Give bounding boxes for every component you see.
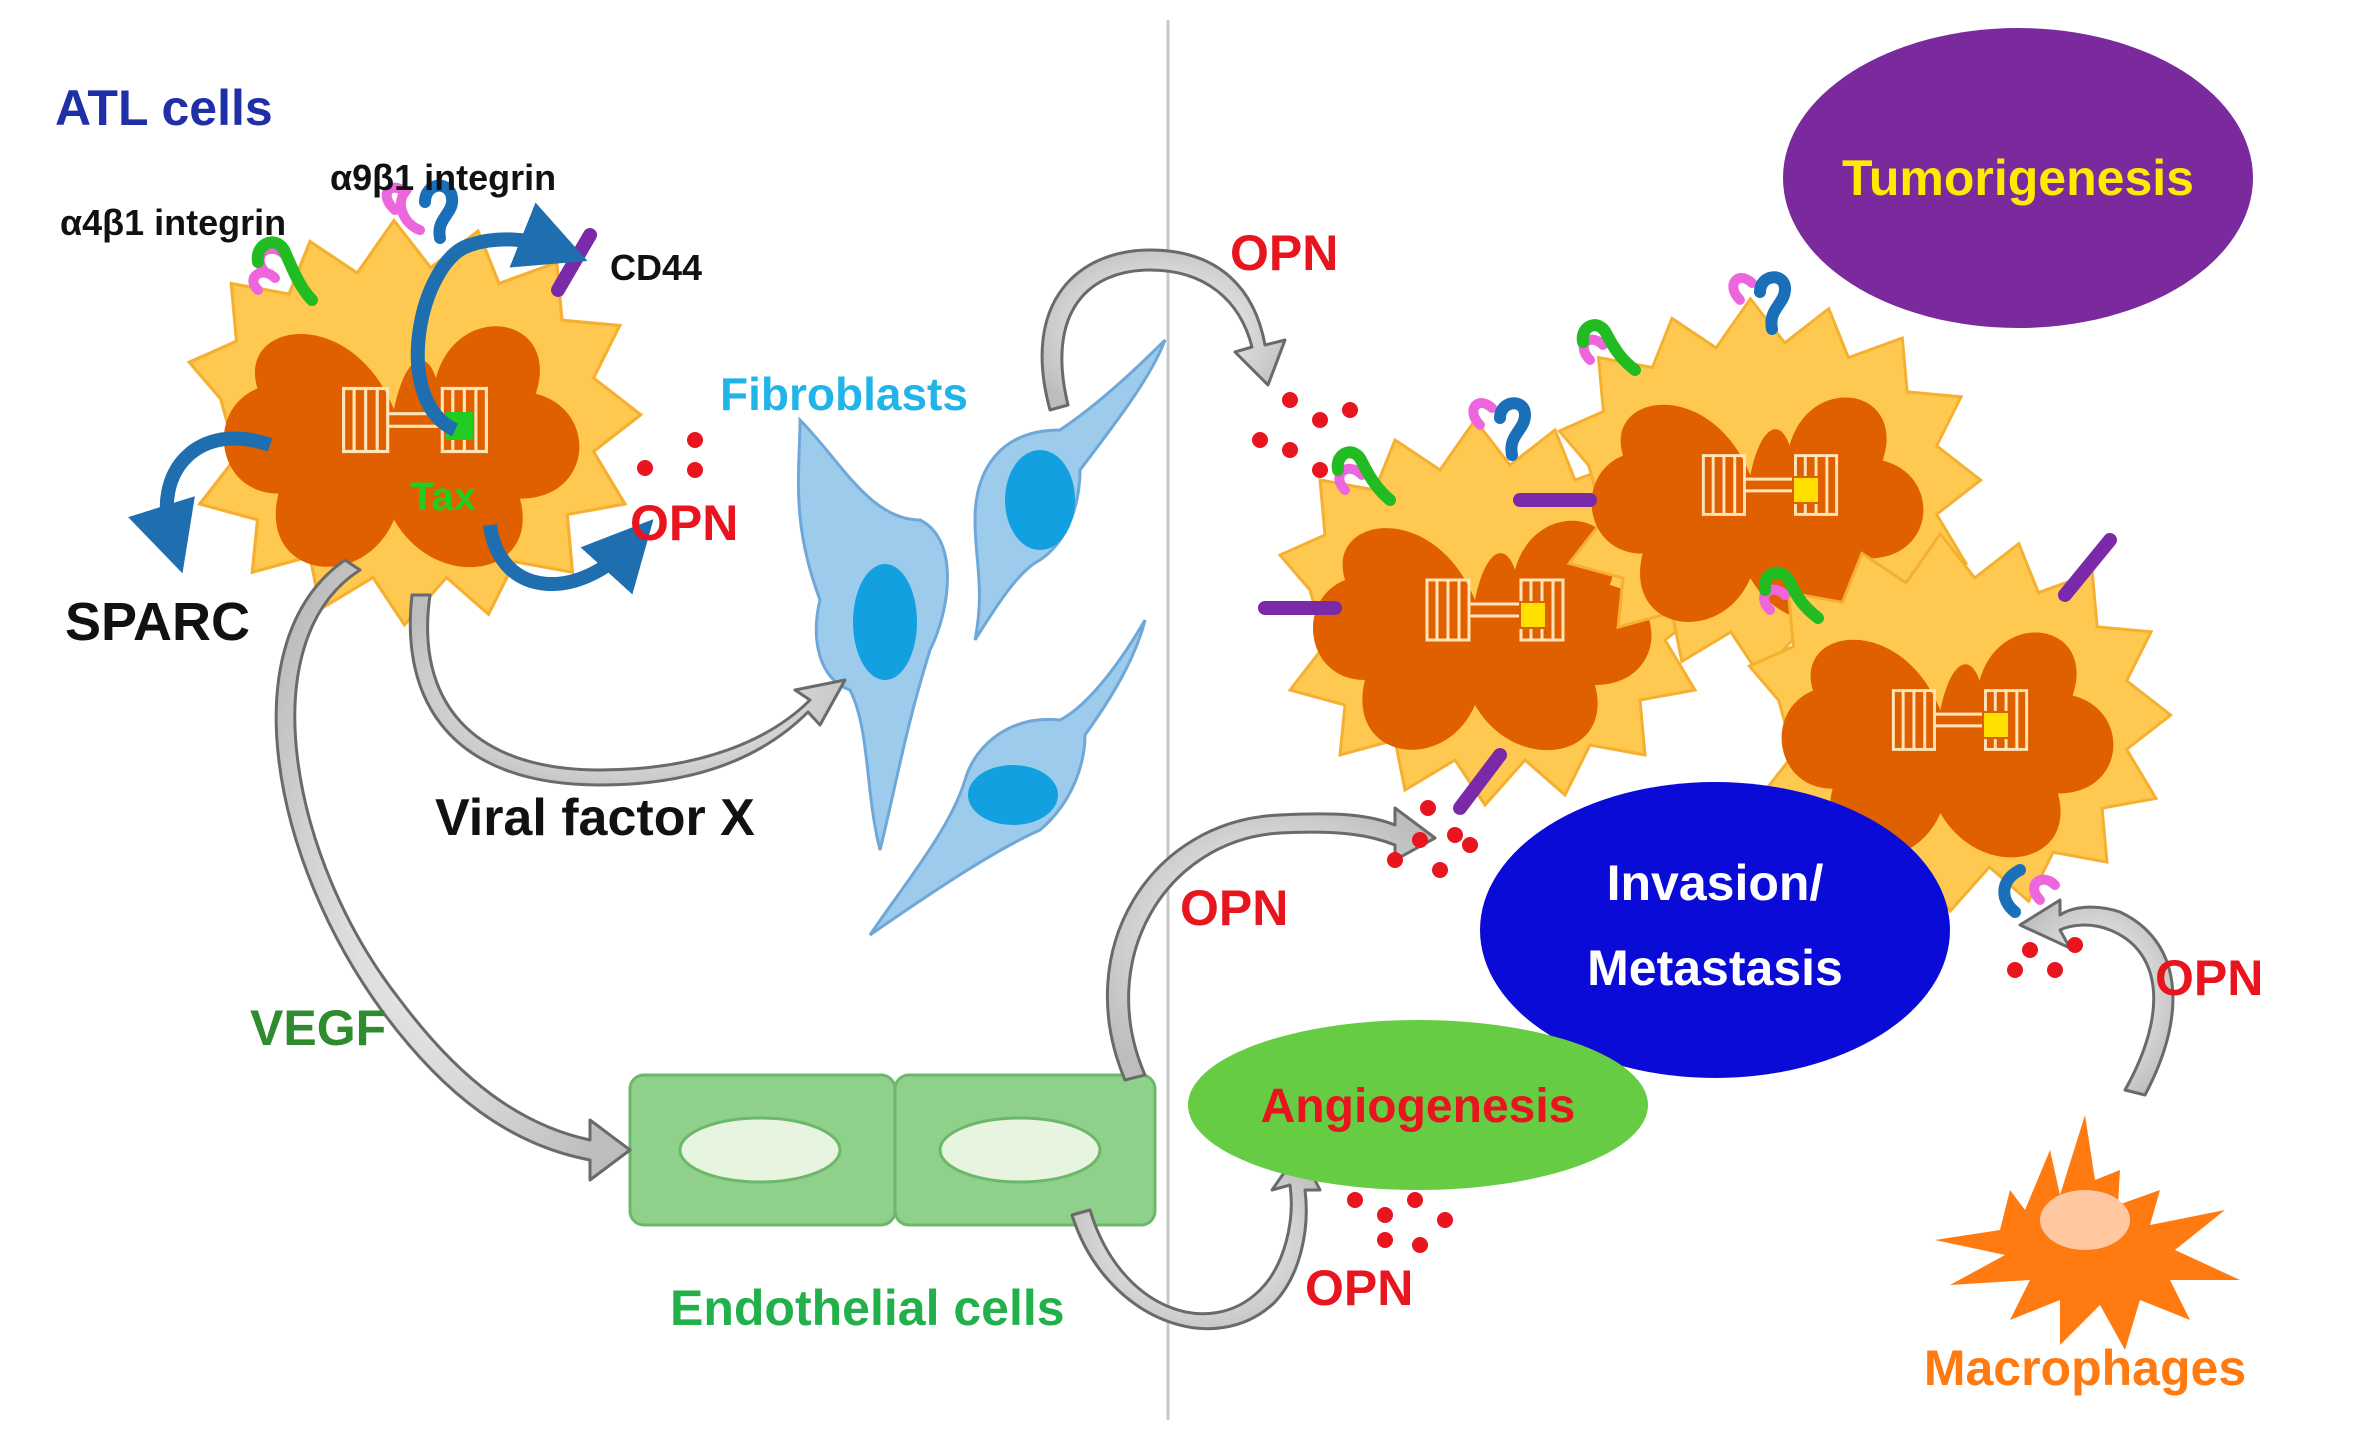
blue-arrow-to-sparc: [128, 431, 273, 574]
label-endothelial-cells: Endothelial cells: [670, 1280, 1065, 1336]
tax-marker-r2: [1792, 476, 1820, 504]
right-integrins: [1331, 271, 2060, 918]
tax-marker-r1: [1519, 601, 1547, 629]
label-opn-left: OPN: [630, 495, 738, 551]
label-opn-center: OPN: [1180, 880, 1288, 936]
label-opn-top: OPN: [1230, 225, 1338, 281]
label-tumorigenesis: Tumorigenesis: [1842, 150, 2194, 206]
label-viral-factor-x: Viral factor X: [435, 789, 755, 847]
label-macrophages: Macrophages: [1924, 1340, 2246, 1396]
label-fibroblasts: Fibroblasts: [720, 368, 968, 420]
blue-arrow-tax-to-cd44: [410, 202, 588, 437]
cd44-icon: [551, 228, 597, 297]
label-tax: Tax: [410, 475, 476, 519]
label-a9b1-integrin: α9β1 integrin: [330, 157, 556, 198]
tax-marker-r3: [1982, 711, 2010, 739]
label-atl-cells: ATL cells: [55, 80, 273, 136]
a9b1-integrin-icon: [381, 179, 459, 244]
label-cd44: CD44: [610, 247, 702, 288]
label-vegf: VEGF: [250, 1000, 386, 1056]
a4b1-integrin-icon: [248, 236, 318, 306]
label-invasion: Invasion/: [1607, 855, 1824, 911]
blue-arrow-to-opn: [483, 519, 654, 595]
tumorigenesis-ellipse: [1783, 28, 2253, 328]
label-sparc: SPARC: [65, 592, 250, 652]
label-metastasis: Metastasis: [1587, 940, 1843, 996]
opn-dots-left: [637, 432, 703, 478]
macrophage-cell: [1935, 1115, 2240, 1350]
label-a4b1-integrin: α4β1 integrin: [60, 202, 286, 243]
label-opn-right: OPN: [2155, 950, 2263, 1006]
label-opn-bottom: OPN: [1305, 1260, 1413, 1316]
angiogenesis-ellipse: [1188, 1020, 1648, 1190]
endothelial-cells: [628, 1073, 1157, 1227]
right-cd44: [1258, 493, 2117, 815]
invasion-metastasis-ellipse: [1480, 782, 1950, 1078]
opn-dots-right: [1252, 392, 2083, 1253]
fibroblast-cells: [796, 338, 1167, 937]
label-angiogenesis: Angiogenesis: [1261, 1080, 1576, 1133]
